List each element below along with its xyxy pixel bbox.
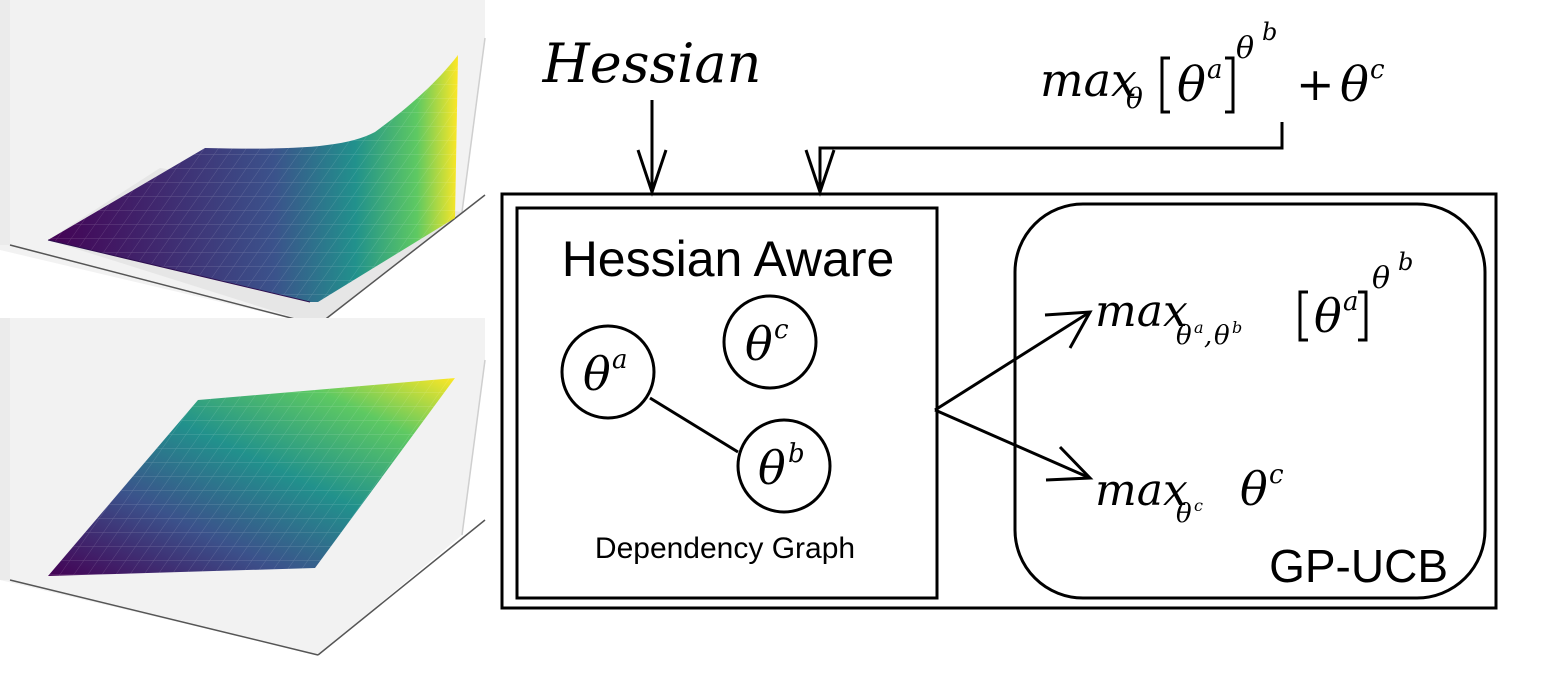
objective-max: max [1040,53,1137,107]
graph-edge-a-b [649,396,739,454]
pipeline-frame [500,192,1498,610]
svg-text:a: a [1194,318,1204,337]
hessian-aware-box: Hessian Aware θ a θ c θ b Dependency Gra… [515,206,939,600]
svg-text:θ: θ [745,317,773,371]
svg-text:b: b [1232,318,1242,337]
objective-sup-c: c [1370,55,1385,85]
plot1-x-axis [9,244,319,326]
svg-text:θ: θ [1176,321,1192,351]
svg-text:θ: θ [1214,321,1230,351]
node-theta-c: θ c [722,294,818,390]
gp-ucb-box: max θ a , θ b θ a θ b max θ c θ c GP-UCB [1013,202,1487,600]
svg-text:θ: θ [1240,462,1268,516]
gp-ucb-label: GP-UCB [1269,540,1448,592]
plot2-y-axis [317,519,486,656]
objective-power-b: b [1262,18,1277,46]
objective-power-theta: θ [1236,31,1254,66]
svg-text:c: c [1269,460,1284,490]
hessian-aware-title: Hessian Aware [562,231,895,287]
svg-text:θ: θ [1314,289,1342,343]
objective-sub-theta: θ [1126,82,1143,115]
plot1-y-axis [317,194,486,326]
objective-formula: max θ θ a θ b + θ c [1040,18,1385,115]
svg-text:a: a [1343,287,1359,317]
plot2-x-axis [9,579,319,656]
node-theta-a: θ a [560,324,656,420]
objective-theta-c: θ [1340,57,1369,113]
svg-text:b: b [788,439,805,469]
subproblem-ab: max θ a , θ b θ a θ b [1095,248,1413,351]
svg-text:max: max [1095,286,1188,337]
svg-text:θ: θ [1176,499,1192,529]
objective-arrow [804,122,1284,197]
svg-text:c: c [1194,496,1203,515]
objective-left-bracket [1160,56,1170,114]
hessian-arrow [636,100,668,197]
svg-text:θ: θ [1372,261,1390,296]
svg-text:c: c [774,315,789,345]
svg-text:b: b [1398,248,1413,276]
objective-theta-a: θ [1177,57,1206,113]
plot2-left-pane [0,318,10,580]
surface-plot-exponential [0,0,486,326]
objective-plus: + [1296,57,1335,111]
plot1-left-pane [0,0,10,245]
svg-text:θ: θ [758,441,786,495]
objective-sup-a: a [1207,55,1223,85]
svg-text:a: a [612,345,628,375]
node-theta-b: θ b [736,418,832,514]
dependency-graph-caption: Dependency Graph [595,532,855,565]
svg-text:θ: θ [583,347,611,401]
subproblem-c: max θ c θ c [1095,460,1284,529]
hessian-input-label: Hessian [542,32,762,95]
svg-text:max: max [1095,465,1188,516]
svg-text:,: , [1204,321,1212,351]
surface-plot-plane [0,318,486,656]
split-arrows [934,310,1094,482]
objective-right-bracket [1225,56,1235,114]
